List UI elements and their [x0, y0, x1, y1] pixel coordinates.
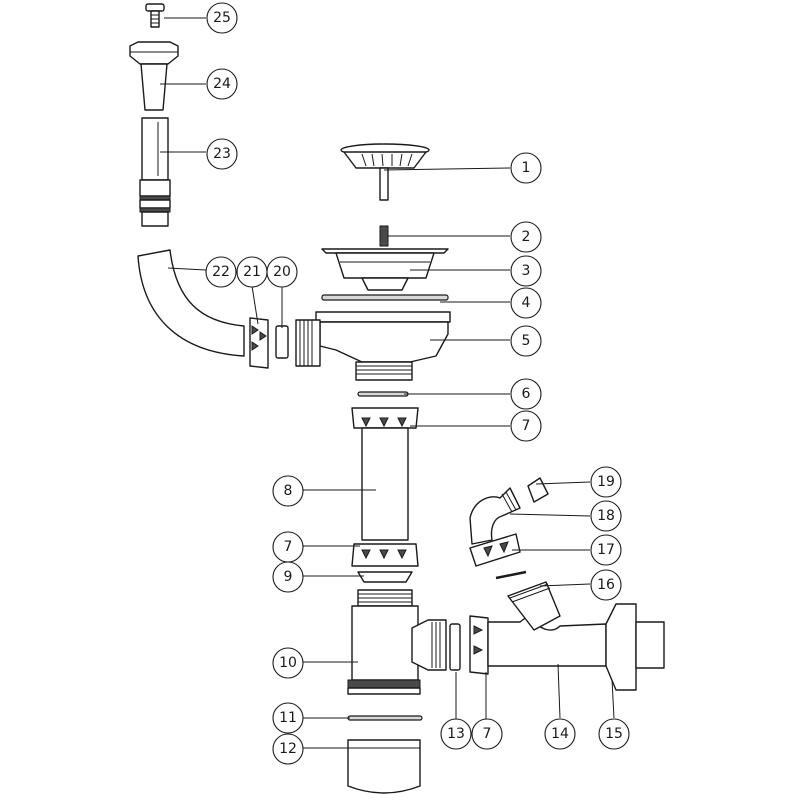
part-2-screw — [379, 225, 389, 247]
part-16-spigot — [495, 570, 561, 631]
callout-19: 19 — [590, 466, 622, 498]
callout-7-right: 7 — [471, 718, 503, 750]
callout-9: 9 — [272, 561, 304, 593]
callout-22: 22 — [205, 256, 237, 288]
callout-1: 1 — [510, 152, 542, 184]
callout-16: 16 — [590, 569, 622, 601]
svg-text:22: 22 — [212, 264, 230, 280]
svg-text:25: 25 — [213, 10, 231, 26]
callout-3: 3 — [510, 255, 542, 287]
svg-text:10: 10 — [279, 655, 297, 671]
callout-15: 15 — [598, 718, 630, 750]
svg-text:11: 11 — [279, 710, 297, 726]
callout-2: 2 — [510, 221, 542, 253]
callout-17: 17 — [590, 534, 622, 566]
part-13-washer — [449, 623, 461, 671]
callout-5: 5 — [510, 325, 542, 357]
part-18-elbow-connector — [469, 487, 521, 545]
callout-14: 14 — [544, 718, 576, 750]
svg-text:15: 15 — [605, 726, 623, 742]
svg-text:8: 8 — [284, 483, 293, 499]
svg-text:7: 7 — [522, 418, 531, 434]
callout-20: 20 — [266, 256, 298, 288]
part-24-overflow-head — [129, 41, 179, 111]
callout-7-middle: 7 — [272, 531, 304, 563]
svg-text:12: 12 — [279, 741, 297, 757]
callout-4: 4 — [510, 287, 542, 319]
part-10-bottle-trap — [347, 589, 447, 695]
part-6-o-ring — [357, 391, 409, 397]
part-25-screw — [145, 3, 165, 28]
part-19-cap — [527, 477, 549, 503]
svg-text:2: 2 — [522, 229, 531, 245]
callout-13: 13 — [440, 718, 472, 750]
part-12-trap-cap — [347, 739, 421, 794]
part-3-sink-flange — [321, 248, 449, 291]
callout-25: 25 — [206, 2, 238, 34]
callout-23: 23 — [206, 138, 238, 170]
svg-text:16: 16 — [597, 577, 615, 593]
callout-24: 24 — [206, 68, 238, 100]
part-22-elbow-hose — [137, 249, 245, 357]
part-17-nut-tilted — [469, 533, 521, 567]
leader-lines — [160, 17, 615, 749]
svg-text:24: 24 — [213, 76, 231, 92]
svg-text:7: 7 — [483, 726, 492, 742]
svg-text:9: 9 — [284, 569, 293, 585]
svg-text:3: 3 — [522, 263, 531, 279]
part-7-nut-middle — [351, 543, 419, 567]
callout-11: 11 — [272, 702, 304, 734]
callout-18: 18 — [590, 500, 622, 532]
callout-10: 10 — [272, 647, 304, 679]
svg-text:20: 20 — [273, 264, 291, 280]
svg-text:18: 18 — [597, 508, 615, 524]
callout-7-upper: 7 — [510, 410, 542, 442]
part-1-strainer-basket — [340, 143, 430, 201]
callout-8: 8 — [272, 475, 304, 507]
part-23-overflow-pipe — [139, 117, 171, 227]
svg-text:14: 14 — [551, 726, 569, 742]
part-20-washer — [275, 325, 289, 359]
callout-21: 21 — [236, 256, 268, 288]
part-4-gasket — [321, 294, 449, 301]
svg-text:23: 23 — [213, 146, 231, 162]
part-5-drain-body — [295, 311, 451, 381]
part-7-nut-upper — [351, 407, 419, 429]
svg-text:5: 5 — [522, 333, 531, 349]
part-7-nut-right — [469, 615, 489, 675]
part-11-gasket — [347, 715, 423, 721]
part-21-nut — [249, 317, 269, 369]
callout-6: 6 — [510, 378, 542, 410]
svg-text:17: 17 — [597, 542, 615, 558]
part-15-wall-flange — [605, 603, 665, 691]
callout-12: 12 — [272, 733, 304, 765]
svg-text:7: 7 — [284, 539, 293, 555]
svg-text:1: 1 — [522, 160, 531, 176]
part-9-cone-washer — [357, 571, 413, 583]
svg-text:4: 4 — [522, 295, 531, 311]
part-8-tailpipe — [361, 427, 409, 541]
svg-text:6: 6 — [522, 386, 531, 402]
svg-text:19: 19 — [597, 474, 615, 490]
svg-text:21: 21 — [243, 264, 261, 280]
svg-text:13: 13 — [447, 726, 465, 742]
